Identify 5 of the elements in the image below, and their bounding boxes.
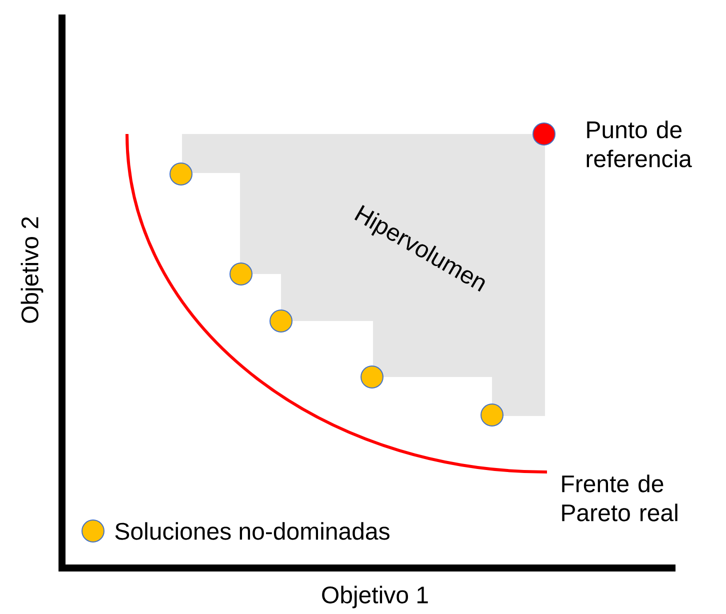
reference-point-label: Punto de referencia bbox=[586, 120, 692, 168]
pareto-front-label: Frente de Pareto real bbox=[562, 474, 678, 522]
axis-label: Objetivo 1 bbox=[322, 586, 428, 608]
legend-label: Soluciones no-dominadas bbox=[115, 522, 390, 540]
axis-label: Objetivo 2 bbox=[20, 217, 44, 323]
